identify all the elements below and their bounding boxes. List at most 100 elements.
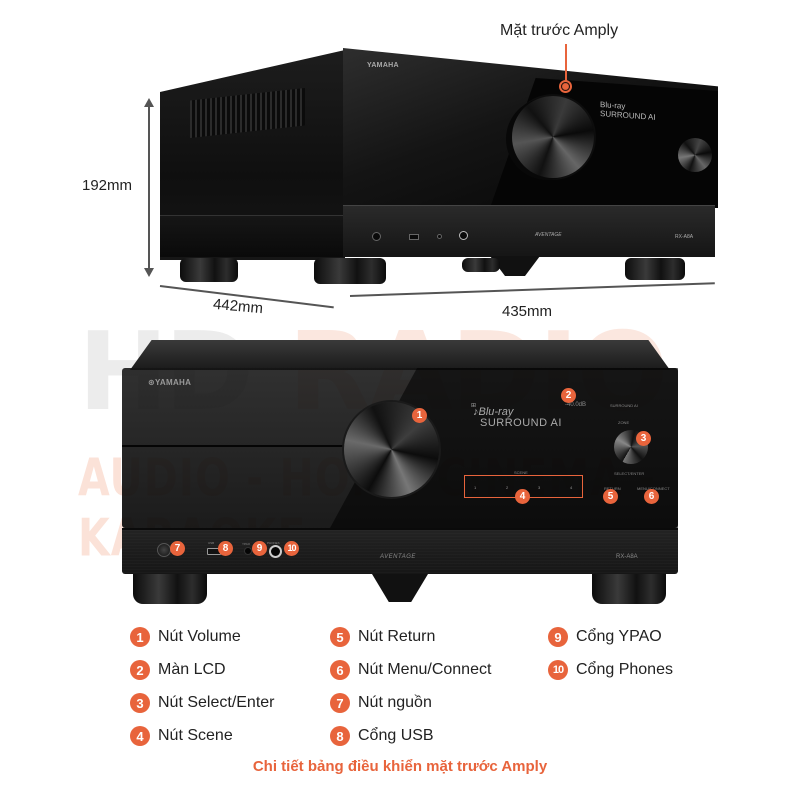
callout-badge-1: 1 bbox=[412, 408, 427, 423]
select-enter-label: SELECT/ENTER bbox=[614, 471, 645, 476]
phones-label: PHONES bbox=[267, 541, 280, 545]
number-badge-icon: 6 bbox=[330, 660, 350, 680]
amp-center-foot bbox=[372, 574, 428, 602]
legend-column-3: 9 Cổng YPAO 10 Cổng Phones bbox=[548, 626, 673, 681]
callout-badge-8: 8 bbox=[218, 541, 233, 556]
scene-label: SCENE bbox=[514, 470, 528, 475]
legend-item: 1 Nút Volume bbox=[130, 626, 275, 648]
number-badge-icon: 9 bbox=[548, 627, 568, 647]
legend-label: Nút nguồn bbox=[358, 694, 432, 711]
pointer-line bbox=[565, 44, 567, 82]
arrow-down-icon bbox=[144, 268, 154, 277]
front-panel-label: Mặt trước Amply bbox=[500, 22, 619, 39]
model-label: RX-A8A bbox=[616, 554, 638, 560]
legend-item: 7 Nút nguồn bbox=[330, 692, 491, 714]
figure-caption: Chi tiết bảng điều khiển mặt trước Amply bbox=[252, 758, 548, 775]
lcd-line-source: ♪Blu-ray bbox=[473, 406, 514, 418]
height-label: 192mm bbox=[82, 177, 133, 194]
legend-item: 4 Nút Scene bbox=[130, 725, 275, 747]
scene-button-1: 1 bbox=[474, 485, 477, 490]
surround-ai-label: SURROUND AI bbox=[610, 403, 638, 408]
number-badge-icon: 7 bbox=[330, 693, 350, 713]
ypao-port bbox=[437, 234, 442, 239]
number-badge-icon: 10 bbox=[548, 660, 568, 680]
number-badge-icon: 2 bbox=[130, 660, 150, 680]
amp-seam bbox=[122, 445, 352, 447]
series-label: AVENTAGE bbox=[380, 554, 416, 560]
legend-label: Nút Select/Enter bbox=[158, 694, 275, 711]
height-dimension-line bbox=[148, 100, 150, 272]
number-badge-icon: 3 bbox=[130, 693, 150, 713]
callout-badge-9: 9 bbox=[252, 541, 267, 556]
legend-item: 8 Cổng USB bbox=[330, 725, 491, 747]
ypao-label: YPAO bbox=[242, 542, 251, 546]
lcd-display: Blu-ray SURROUND AI bbox=[600, 100, 656, 122]
legend-item: 2 Màn LCD bbox=[130, 659, 275, 681]
legend-column-1: 1 Nút Volume 2 Màn LCD 3 Nút Select/Ente… bbox=[130, 626, 275, 747]
amp-foot bbox=[625, 258, 685, 280]
brand-logo: YAMAHA bbox=[367, 62, 399, 69]
usb-port bbox=[409, 234, 419, 240]
number-badge-icon: 1 bbox=[130, 627, 150, 647]
lcd-volume: -40.0dB bbox=[565, 402, 587, 408]
number-badge-icon: 5 bbox=[330, 627, 350, 647]
scene-button-4: 4 bbox=[570, 485, 573, 490]
legend-item: 6 Nút Menu/Connect bbox=[330, 659, 491, 681]
legend-item: 10 Cổng Phones bbox=[548, 659, 673, 681]
lcd-line-mode: SURROUND AI bbox=[480, 417, 562, 429]
lcd-icon: ⊞ bbox=[471, 403, 477, 409]
amp-foot bbox=[592, 574, 666, 604]
legend-label: Nút Return bbox=[358, 628, 436, 645]
volume-knob bbox=[512, 96, 594, 178]
phones-port bbox=[459, 231, 468, 240]
callout-badge-4: 4 bbox=[515, 489, 530, 504]
legend-label: Màn LCD bbox=[158, 661, 226, 678]
pointer-dot-icon bbox=[559, 80, 572, 93]
callout-badge-2: 2 bbox=[561, 388, 576, 403]
number-badge-icon: 4 bbox=[130, 726, 150, 746]
legend-item: 3 Nút Select/Enter bbox=[130, 692, 275, 714]
number-badge-icon: 8 bbox=[330, 726, 350, 746]
amp-foot bbox=[314, 258, 386, 284]
arrow-up-icon bbox=[144, 98, 154, 107]
callout-badge-3: 3 bbox=[636, 431, 651, 446]
legend-label: Cổng USB bbox=[358, 727, 434, 744]
amp-center-foot bbox=[490, 256, 540, 276]
model-label: RX-A8A bbox=[675, 234, 694, 240]
legend-item: 5 Nút Return bbox=[330, 626, 491, 648]
legend-item: 9 Cổng YPAO bbox=[548, 626, 673, 648]
width-dimension-line bbox=[349, 282, 715, 297]
ypao-port bbox=[244, 547, 252, 555]
amp-foot bbox=[462, 258, 500, 272]
legend-label: Cổng Phones bbox=[576, 661, 673, 678]
legend-label: Nút Menu/Connect bbox=[358, 661, 492, 678]
callout-badge-6: 6 bbox=[644, 489, 659, 504]
width-label: 435mm bbox=[502, 303, 553, 320]
legend-label: Nút Volume bbox=[158, 628, 241, 645]
amp-side-lower bbox=[160, 215, 345, 257]
series-label: AVENTAGE bbox=[535, 232, 562, 238]
amp-chassis-top bbox=[130, 340, 670, 370]
legend-label: Cổng YPAO bbox=[576, 628, 662, 645]
power-button-icon bbox=[157, 543, 171, 557]
menu-connect-label: MENU/CONNECT bbox=[637, 486, 670, 491]
return-label: RETURN bbox=[604, 486, 621, 491]
amp-foot bbox=[180, 258, 238, 282]
usb-label: USB bbox=[208, 541, 215, 545]
legend-label: Nút Scene bbox=[158, 727, 233, 744]
amp-lower-panel bbox=[122, 528, 678, 574]
amp-foot bbox=[133, 574, 207, 604]
legend-column-2: 5 Nút Return 6 Nút Menu/Connect 7 Nút ng… bbox=[330, 626, 491, 747]
callout-badge-10: 10 bbox=[284, 541, 299, 556]
brand-logo: ⊛YAMAHA bbox=[148, 378, 192, 387]
phones-port bbox=[269, 545, 282, 558]
amp-front-lower bbox=[343, 205, 715, 257]
zone-label: ZONE bbox=[618, 420, 630, 425]
callout-badge-5: 5 bbox=[603, 489, 618, 504]
scene-button-2: 2 bbox=[506, 485, 509, 490]
scene-button-3: 3 bbox=[538, 485, 541, 490]
callout-badge-7: 7 bbox=[170, 541, 185, 556]
power-button bbox=[372, 232, 381, 241]
select-knob bbox=[678, 138, 712, 172]
brand-name: YAMAHA bbox=[155, 378, 192, 387]
